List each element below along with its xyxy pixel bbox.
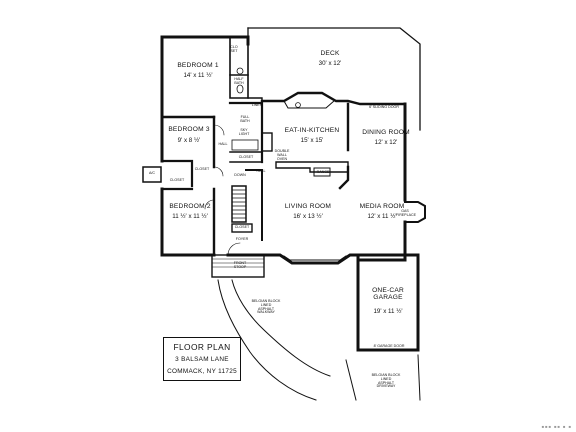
- bedroom3-dims: 9' x 8 ½': [177, 137, 201, 144]
- bedroom1-name: BEDROOM 1: [177, 62, 219, 69]
- kitchen-counter: [275, 161, 349, 173]
- front-stoop-label: FRONT STOOP: [233, 261, 247, 269]
- closet4-label: CLOSET: [169, 178, 185, 182]
- front-window: [283, 255, 347, 261]
- door-swing-2: [213, 166, 224, 177]
- door-swing-1: [213, 124, 225, 136]
- bay-window: [283, 100, 335, 109]
- walkway-left: [217, 279, 317, 401]
- corner-watermark: ■■■ ■■ ■ ■: [541, 424, 572, 429]
- range-label: RANGE: [316, 170, 330, 174]
- stair-wall: [245, 169, 263, 241]
- closet1-label: CLOSET: [230, 45, 238, 53]
- kitchen-dims: 15' x 15': [300, 137, 324, 144]
- deck-name: DECK: [320, 50, 340, 57]
- range: [313, 167, 331, 177]
- sky-light-label: SKY LIGHT: [238, 128, 250, 136]
- linen-label: LINEN: [251, 103, 263, 107]
- full-bath-label: FULL BATH: [240, 115, 250, 123]
- driveway-label: BELGIAN BLOCK LINED ASPHALT DRIVEWAY: [371, 373, 401, 389]
- stairs: [231, 185, 247, 223]
- closet2-label: CLOSET: [238, 155, 254, 159]
- hall-label-1: HALL: [218, 142, 228, 146]
- front-stoop: [211, 254, 265, 278]
- ac-unit: [142, 166, 162, 183]
- kitchen-sink: [295, 102, 301, 108]
- fireplace: [404, 201, 426, 223]
- bedroom3-south-wall: [160, 159, 194, 191]
- living-dims: 16' x 13 ½': [293, 213, 323, 220]
- closet-wall: [229, 36, 249, 76]
- closet2-wall: [229, 151, 263, 163]
- front-wall: [260, 253, 360, 265]
- bathtub: [231, 139, 259, 151]
- title-block: FLOOR PLAN 3 BALSAM LANE COMMACK, NY 117…: [163, 337, 241, 381]
- fireplace-label: GAS FIREPLACE: [396, 209, 416, 217]
- oven-label: DOUBLE WALL OVEN: [274, 149, 290, 161]
- garage-name: ONE-CAR GARAGE: [372, 287, 404, 301]
- kitchen-name: EAT-IN-KITCHEN: [284, 127, 340, 134]
- media-name: MEDIA ROOM: [359, 203, 405, 210]
- ac-label: A/C: [149, 171, 155, 175]
- closet5-label: CLOSET: [234, 225, 250, 229]
- door-swing-3: [204, 199, 215, 210]
- driveway-right: [417, 354, 421, 401]
- deck-dims: 30' x 12': [318, 60, 342, 67]
- rear-wall-kitchen: [260, 91, 407, 106]
- garage-dims: 19' x 11 ½': [373, 308, 403, 315]
- deck-outline: [247, 27, 421, 131]
- title-city: COMMACK, NY 11725: [167, 368, 237, 375]
- kitchen-east-wall: [338, 102, 350, 190]
- garage-walls: [356, 253, 420, 352]
- walkway-label: BELGIAN BLOCK LINED ASPHALT WALKWAY: [251, 299, 281, 315]
- bedroom3-name: BEDROOM 3: [168, 126, 210, 133]
- bedroom2-name: BEDROOM 2: [169, 203, 211, 210]
- closet3-label: CLOSET: [194, 167, 210, 171]
- bedroom2-dims: 11 ½' x 11 ½': [172, 213, 208, 220]
- title-floor-plan: FLOOR PLAN: [173, 342, 231, 352]
- stair-treads: [231, 189, 247, 219]
- door-swing-front: [227, 242, 241, 256]
- outer-wall-east: [356, 102, 407, 262]
- dining-dims: 12' x 12': [374, 139, 398, 146]
- sink: [236, 67, 244, 75]
- hall-label-2: HALL: [256, 169, 266, 173]
- media-dims: 12' x 11 ½': [367, 213, 397, 220]
- driveway-left: [345, 359, 357, 401]
- foyer-closet: [231, 223, 253, 233]
- wall-oven: [261, 132, 273, 152]
- dining-name: DINING ROOM: [362, 129, 410, 136]
- walkway-right: [231, 279, 331, 377]
- toilet: [236, 84, 244, 94]
- stoop-lines: [211, 258, 265, 268]
- down-label: DOWN: [234, 173, 246, 177]
- bath-linen: [247, 97, 263, 104]
- outer-wall-west: [160, 35, 250, 46]
- living-name: LIVING ROOM: [284, 203, 332, 210]
- half-bath-wall: [229, 43, 249, 99]
- foyer-label: FOYER: [235, 237, 249, 241]
- title-address: 3 BALSAM LANE: [175, 356, 229, 363]
- sliding-door-label: 6' SLIDING DOOR: [369, 105, 399, 109]
- half-bath-label: HALF BATH: [234, 77, 244, 85]
- garage-door-label: 8' GARAGE DOOR: [373, 344, 405, 348]
- bedroom1-dims: 14' x 11 ½': [183, 72, 213, 79]
